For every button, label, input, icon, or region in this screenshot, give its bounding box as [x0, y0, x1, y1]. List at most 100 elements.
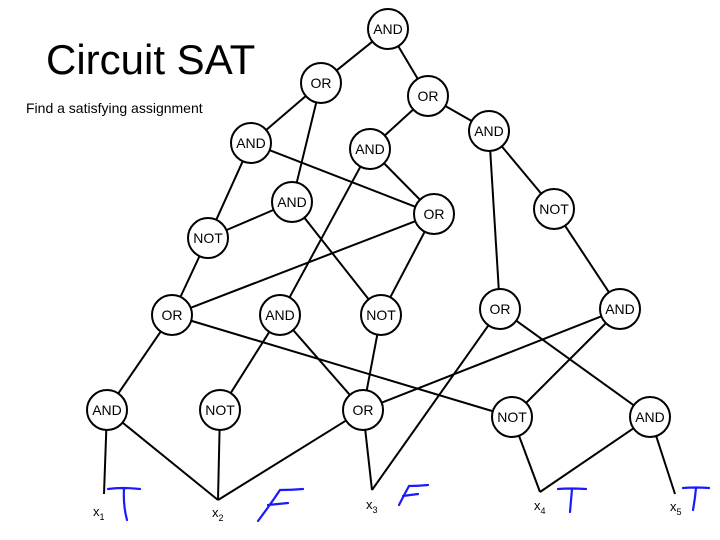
wire-g14-g20: [515, 319, 635, 407]
gate-label: NOT: [497, 409, 527, 425]
gate-not-g19: NOT: [491, 396, 533, 438]
gate-or-g3: OR: [407, 75, 449, 117]
gate-label: AND: [92, 402, 122, 418]
page-subtitle: Find a satisfying assignment: [26, 100, 203, 116]
gate-label: NOT: [193, 230, 223, 246]
gate-circle: [413, 193, 455, 235]
gate-and-g6: AND: [349, 128, 391, 170]
gate-circle: [479, 288, 521, 330]
gate-and-g16: AND: [599, 288, 641, 330]
gate-not-g10: NOT: [533, 188, 575, 230]
gate-and-g5: AND: [230, 122, 272, 164]
gate-label: OR: [311, 75, 332, 91]
wire-g13-g18: [365, 334, 379, 391]
gate-and-g15: AND: [86, 389, 128, 431]
handwritten-value-x2: F: [256, 487, 305, 523]
gate-label: AND: [373, 21, 403, 37]
gate-label: AND: [355, 141, 385, 157]
gate-circle: [360, 294, 402, 336]
gate-label: OR: [490, 301, 511, 317]
gate-circle: [491, 396, 533, 438]
wire-g1-g3: [397, 45, 419, 80]
gate-or-g11: OR: [151, 294, 193, 336]
gate-label: OR: [424, 206, 445, 222]
wire-g2-g5: [265, 95, 307, 131]
gate-and-g20: AND: [629, 396, 671, 438]
input-x4-label: x4: [534, 498, 546, 516]
gate-circle: [199, 389, 241, 431]
wire-g18-x2: [217, 419, 347, 501]
gate-circle: [86, 389, 128, 431]
gate-circle: [259, 294, 301, 336]
handwritten-value-x5: T: [681, 486, 711, 512]
wire-g2-g7: [295, 102, 318, 183]
wire-g15-x1: [103, 429, 108, 495]
wire-g5-g9: [215, 160, 244, 221]
input-x5-label: x5: [670, 499, 682, 517]
wire-g17-x2: [217, 429, 221, 501]
gate-circle: [367, 8, 409, 50]
gate-label: NOT: [539, 201, 569, 217]
gate-or-g14: OR: [479, 288, 521, 330]
gate-or-g2: OR: [300, 62, 342, 104]
wire-g10-g16: [564, 225, 610, 293]
wire-g4-g10: [501, 145, 542, 195]
wire-g12-g17: [229, 331, 271, 394]
gate-circle: [629, 396, 671, 438]
wire-g11-g19: [190, 319, 494, 413]
gate-circle: [300, 62, 342, 104]
gate-label: OR: [162, 307, 183, 323]
gate-and-g7: AND: [271, 181, 313, 223]
gate-not-g17: NOT: [199, 389, 241, 431]
wire-g8-g13: [389, 231, 426, 298]
gate-circle: [599, 288, 641, 330]
gate-label: NOT: [205, 402, 235, 418]
gate-circle: [349, 128, 391, 170]
gate-label: AND: [605, 301, 635, 317]
gate-circle: [407, 75, 449, 117]
input-x2-label: x2: [212, 505, 224, 523]
wire-g12-g18: [292, 329, 351, 396]
gate-label: AND: [474, 123, 504, 139]
gate-circle: [187, 217, 229, 259]
gates-layer: AND OR OR AND AND AND AND OR NOT NOT OR AND NOT OR AND…: [86, 8, 671, 438]
wire-g16-g18: [381, 315, 602, 404]
wire-g6-g8: [383, 162, 421, 201]
gate-label: NOT: [366, 307, 396, 323]
gate-label: AND: [236, 135, 266, 151]
wire-g18-x3: [364, 429, 373, 491]
gate-label: OR: [418, 88, 439, 104]
wire-g3-g4: [444, 105, 473, 122]
wire-g5-g8: [269, 149, 416, 208]
edges-layer: [103, 40, 676, 501]
gate-circle: [468, 110, 510, 152]
gate-not-g9: NOT: [187, 217, 229, 259]
wire-g15-x2: [121, 421, 219, 501]
wire-g14-x3: [371, 324, 490, 491]
gate-circle: [151, 294, 193, 336]
handwritten-value-x3: F: [397, 483, 430, 507]
gate-circle: [533, 188, 575, 230]
gate-label: OR: [353, 402, 374, 418]
gate-not-g13: NOT: [360, 294, 402, 336]
wire-g7-g13: [303, 217, 370, 300]
wire-g3-g6: [384, 108, 414, 137]
gate-and-g1: AND: [367, 8, 409, 50]
input-x1-label: x1: [93, 504, 105, 522]
gate-or-g18: OR: [342, 389, 384, 431]
gate-label: AND: [265, 307, 295, 323]
gate-and-g4: AND: [468, 110, 510, 152]
gate-and-g12: AND: [259, 294, 301, 336]
wire-g8-g11: [190, 220, 416, 309]
gate-label: AND: [635, 409, 665, 425]
wire-g6-g12: [288, 166, 362, 298]
page-title: Circuit SAT: [46, 36, 256, 83]
gate-circle: [271, 181, 313, 223]
wire-g1-g2: [335, 40, 374, 72]
gate-or-g8: OR: [413, 193, 455, 235]
gate-label: AND: [277, 194, 307, 210]
wire-g11-g15: [117, 330, 162, 395]
wire-g9-g11: [179, 255, 201, 298]
wire-g20-x4: [539, 427, 635, 493]
